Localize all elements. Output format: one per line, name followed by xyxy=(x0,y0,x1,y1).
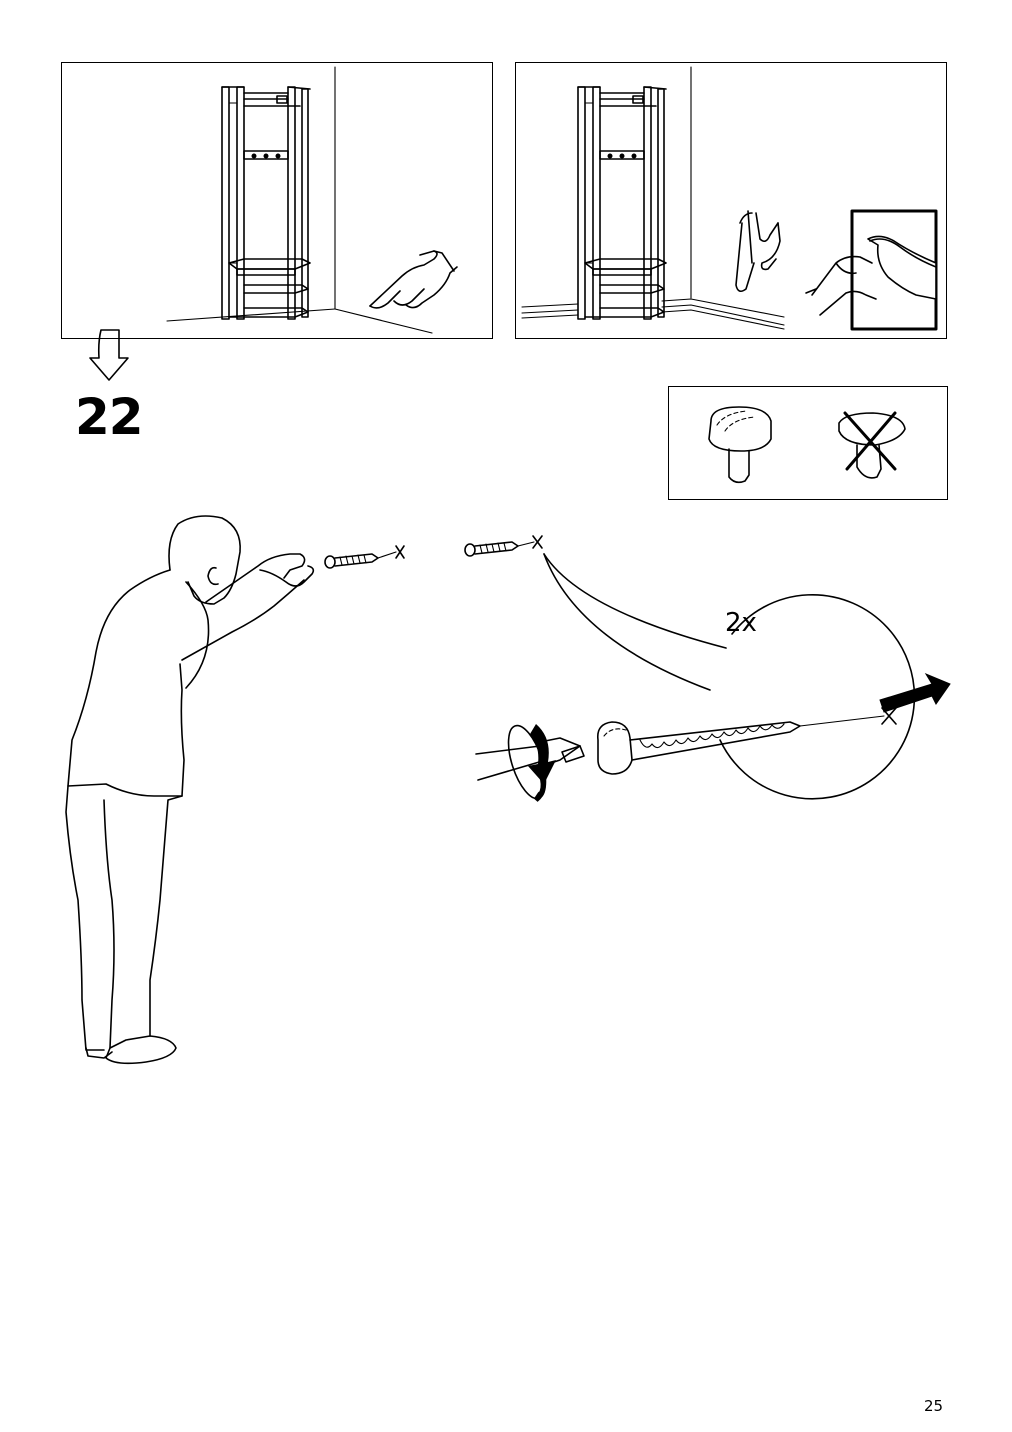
skirting-board-icon xyxy=(521,298,785,330)
person-drilling-icon xyxy=(65,515,315,1065)
screw-head-correct-icon xyxy=(708,406,772,484)
direction-arrow-icon xyxy=(879,672,951,713)
screw-icon xyxy=(464,535,543,557)
panel-screw-head-tip xyxy=(668,386,948,500)
screw-icon xyxy=(596,707,897,775)
coat-rack-icon xyxy=(166,66,458,334)
panel-wall-skirting: 27 xyxy=(515,62,947,339)
screw-icon xyxy=(324,545,405,569)
page-number: 25 xyxy=(924,1397,944,1415)
page-turn-icon xyxy=(805,209,938,331)
coat-rack-icon xyxy=(521,66,938,331)
quantity-label: 2x xyxy=(725,608,757,638)
screwdriver-rotation-icon xyxy=(475,724,585,802)
pointing-hand-icon xyxy=(369,250,458,309)
step-number: 22 xyxy=(75,388,144,446)
pointing-hand-icon xyxy=(735,210,781,293)
panel-wall-corner xyxy=(61,62,493,339)
screw-head-incorrect-icon xyxy=(838,411,906,479)
